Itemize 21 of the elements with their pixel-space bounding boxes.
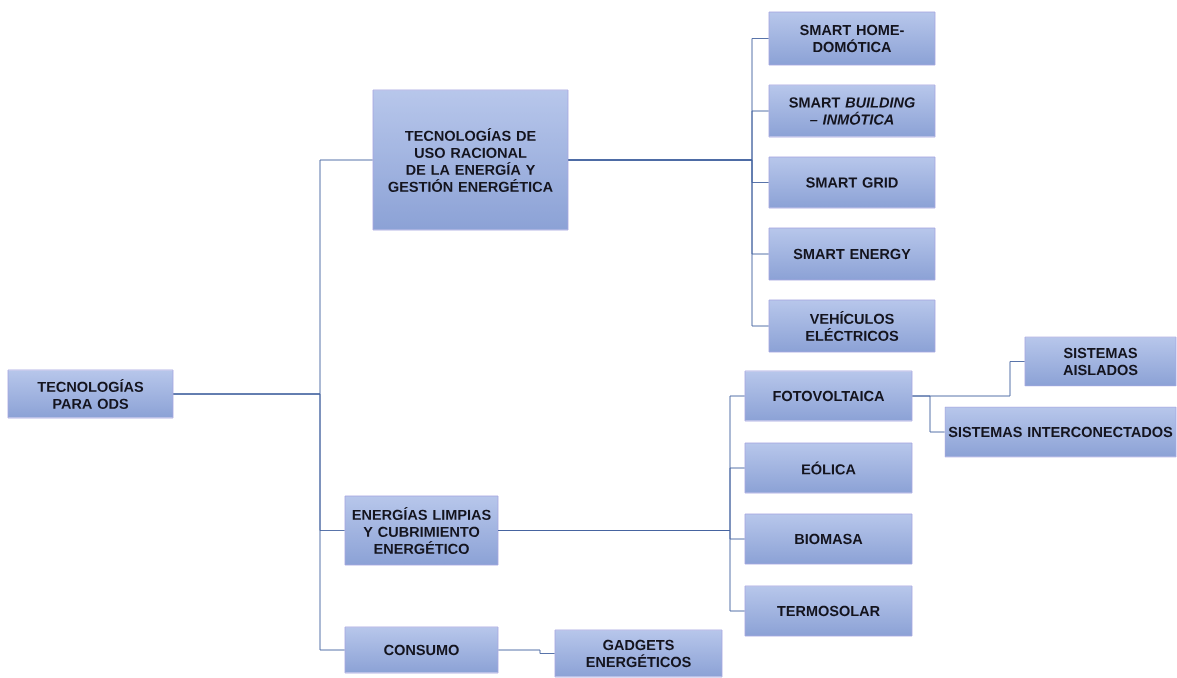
process-box: SMART HOME-DOMÓTICA [768, 11, 936, 66]
connector-line [497, 649, 556, 654]
process-box: SMART ENERGY [768, 227, 936, 281]
process-box: SMART BUILDING – INMÓTICA [768, 84, 936, 138]
process-box: SISTEMAS INTERCONECTADOS [944, 406, 1177, 458]
process-box: TECNOLOGÍAS DE USO RACIONAL DE LA ENERGÍA Y GESTIÓN ENERGÉTICA [372, 89, 569, 231]
process-box: ENERGÍAS LIMPIAS Y CUBRIMIENTO ENERGÉTICO [344, 495, 499, 566]
process-box: CONSUMO [344, 626, 499, 674]
process-box: EÓLICA [744, 442, 913, 494]
connector-line [497, 530, 746, 612]
process-box: TECNOLOGÍAS PARA ODS [7, 369, 174, 419]
process-box: SISTEMAS AISLADOS [1024, 336, 1177, 387]
connector-line [172, 393, 346, 651]
process-box: FOTOVOLTAICA [744, 370, 913, 422]
process-box: SMART GRID [768, 156, 936, 209]
process-box: TERMOSOLAR [744, 585, 913, 637]
process-box: GADGETS ENERGÉTICOS [554, 629, 723, 678]
process-box: BIOMASA [744, 513, 913, 565]
connector-line [911, 395, 946, 433]
connector-line [567, 159, 770, 327]
process-box: VEHÍCULOS ELÉCTRICOS [768, 299, 936, 353]
